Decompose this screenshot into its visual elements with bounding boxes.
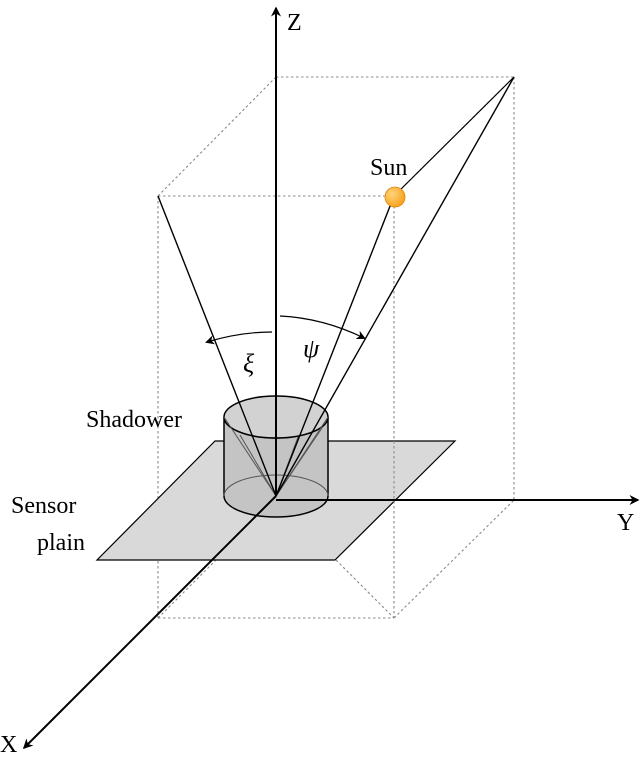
xi-arc (205, 331, 273, 345)
shadower-label: Shadower (86, 407, 182, 433)
field-of-view-rays (157, 76, 515, 497)
sensor-label-line1: Sensor (11, 493, 76, 519)
sun-label: Sun (370, 155, 407, 181)
ray-box-edge (393, 76, 515, 197)
z-axis-label: Z (287, 10, 302, 36)
ray-left-fov (157, 195, 277, 497)
psi-arc (279, 315, 366, 339)
psi-label: ψ (303, 334, 320, 363)
y-axis-label: Y (617, 510, 634, 536)
ray-sun (275, 195, 395, 497)
xi-label: ξ (243, 349, 255, 378)
x-axis (22, 495, 277, 750)
x-axis-label: X (0, 732, 17, 758)
sensor-label-line2: plain (37, 530, 85, 556)
ray-far-corner (275, 76, 515, 497)
sun-icon (384, 186, 406, 208)
